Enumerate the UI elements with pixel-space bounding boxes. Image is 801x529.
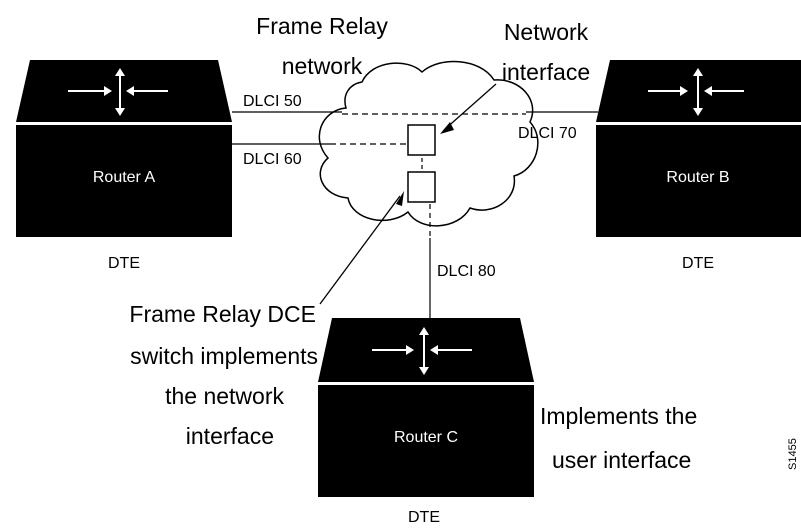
dce-annotation-line4: interface — [186, 423, 274, 449]
dce-annotation-line2: switch implements — [130, 343, 318, 369]
user-interface-annotation-line2: user interface — [552, 447, 691, 473]
network-interface-label-line1: Network — [504, 19, 589, 45]
dlci-b-label: DLCI 70 — [518, 125, 577, 142]
router-b-role: DTE — [682, 255, 714, 272]
router-a-role: DTE — [108, 255, 140, 272]
router-a: Router A — [16, 60, 232, 237]
network-title-line2: network — [282, 53, 363, 79]
dlci-c-label: DLCI 80 — [437, 263, 496, 280]
router-c: Router C — [318, 318, 534, 497]
dce-annotation-line3: the network — [165, 383, 284, 409]
dlci-a-to-b-label: DLCI 50 — [243, 93, 302, 110]
network-interface-label-line2: interface — [502, 59, 590, 85]
network-interface-switch-box — [407, 124, 436, 156]
connections — [232, 111, 598, 318]
figure-id: S1455 — [787, 438, 799, 470]
router-c-arrows-icon — [372, 327, 472, 375]
dce-arrow — [319, 195, 401, 305]
router-a-top — [16, 60, 232, 122]
dce-annotation-line1: Frame Relay DCE — [129, 301, 316, 327]
network-interface-arrow — [443, 83, 497, 131]
router-b-body — [596, 125, 801, 237]
pointer-arrows — [319, 83, 497, 305]
router-a-label: Router A — [93, 169, 156, 186]
router-b: Router B — [596, 60, 801, 237]
network-title-line1: Frame Relay — [256, 13, 388, 39]
router-a-body — [16, 125, 232, 237]
router-c-top — [318, 318, 534, 382]
router-a-arrows-icon — [68, 68, 168, 116]
user-interface-annotation-line1: Implements the — [540, 403, 697, 429]
router-c-label: Router C — [394, 429, 458, 446]
dlci-a-to-c-label: DLCI 60 — [243, 151, 302, 168]
router-b-arrows-icon — [648, 68, 744, 116]
router-b-label: Router B — [666, 169, 729, 186]
router-c-role: DTE — [408, 509, 440, 526]
router-c-body — [318, 385, 534, 497]
dce-switch-box — [407, 171, 436, 203]
